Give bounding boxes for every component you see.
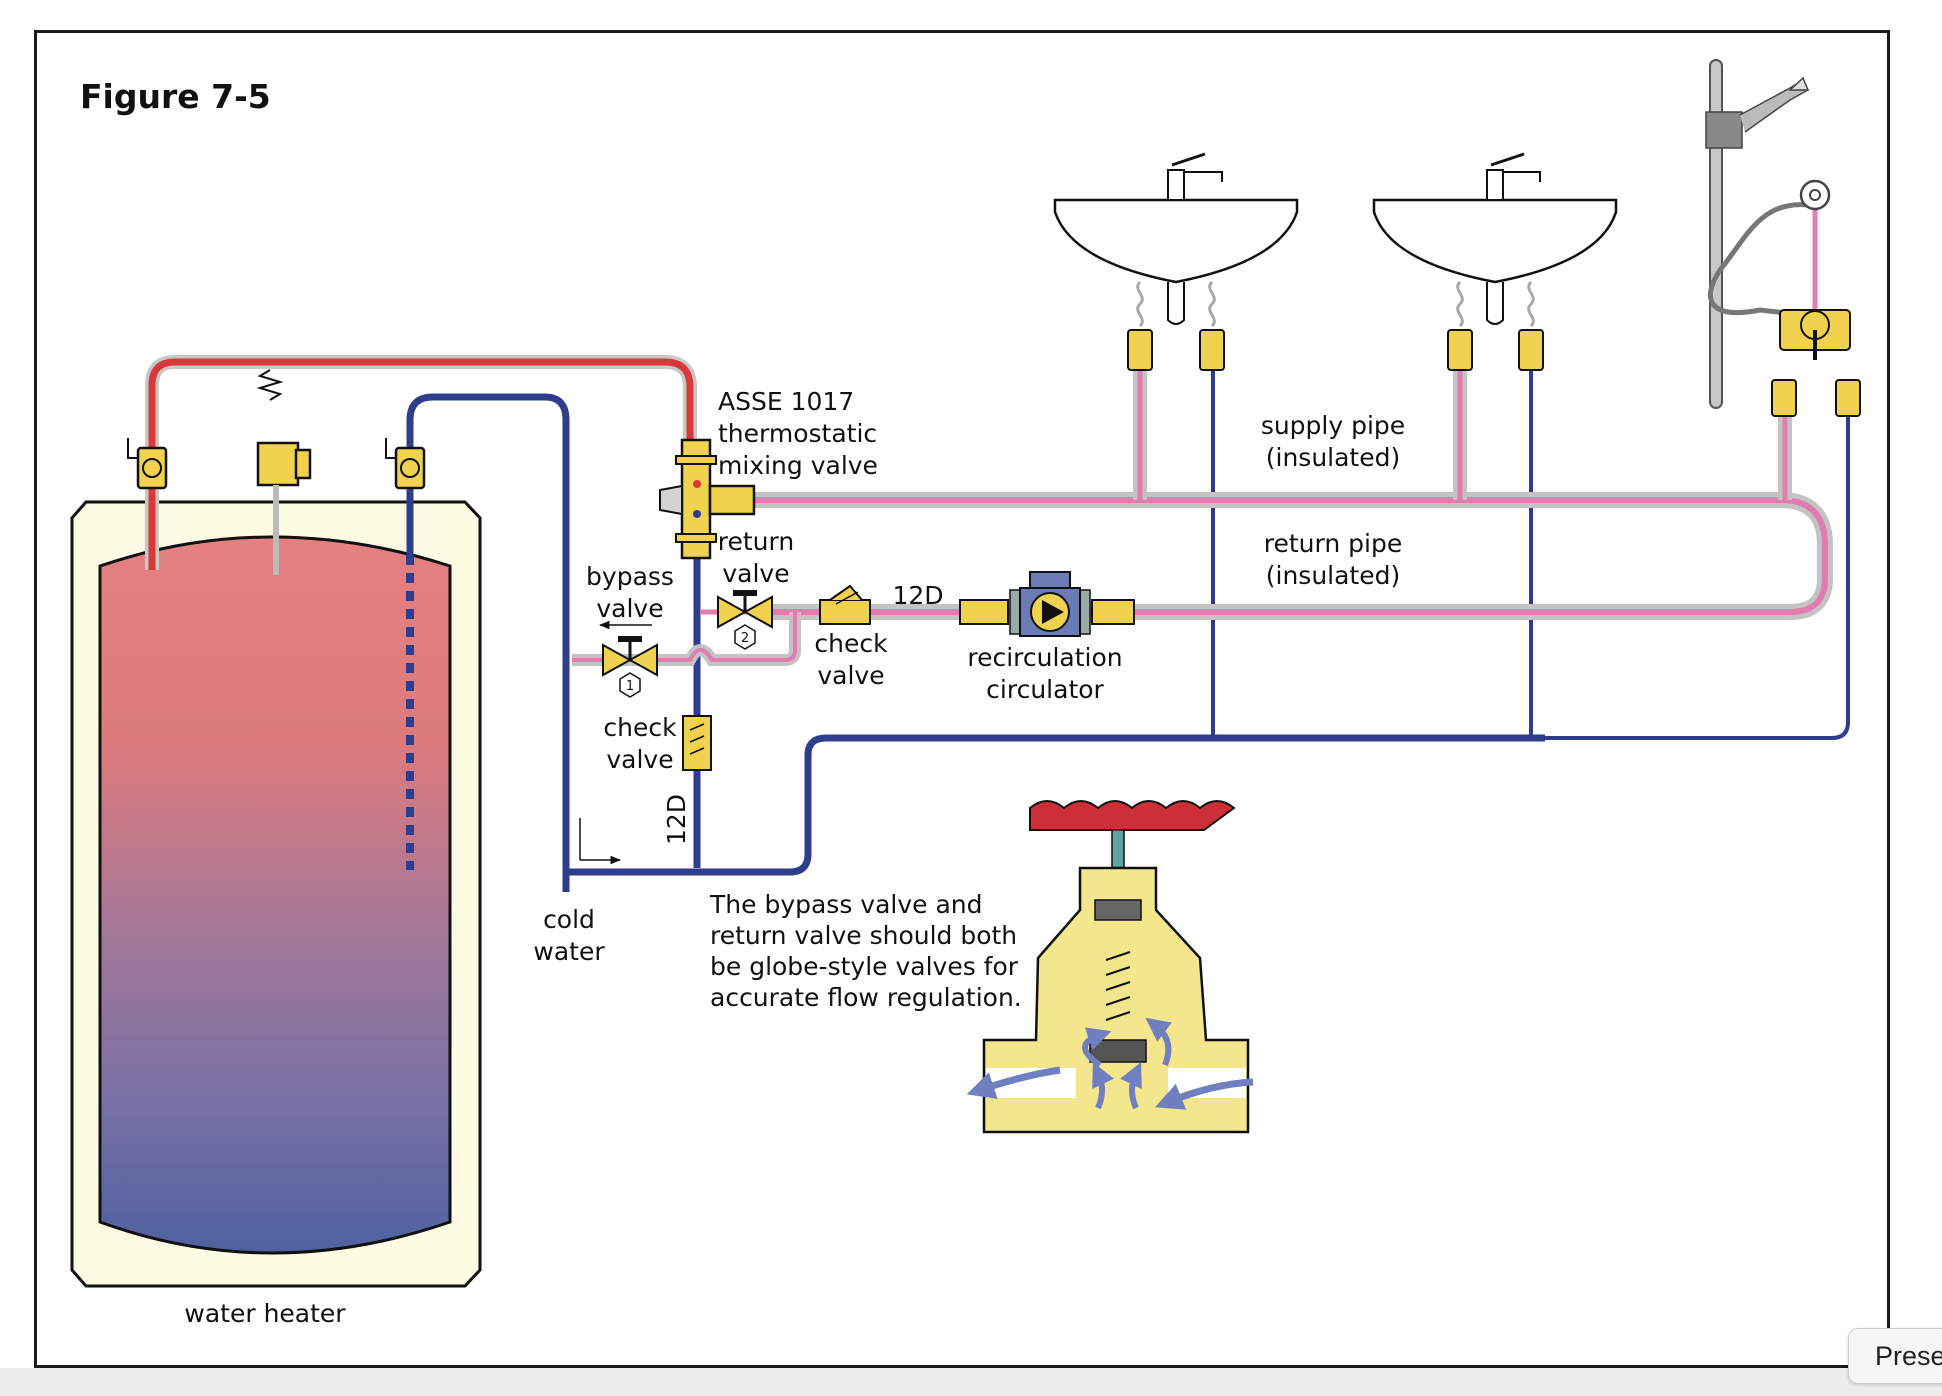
dimension-vertical-label: 12D: [662, 794, 691, 845]
shower-icon: [1705, 59, 1861, 417]
thermostatic-mixing-valve-icon: [659, 438, 756, 560]
svg-text:be globe-style valves for: be globe-style valves for: [710, 952, 1019, 981]
water-heater-label: water heater: [184, 1299, 346, 1328]
check-valve-horizontal-label: check valve: [814, 629, 888, 690]
svg-text:(insulated): (insulated): [1266, 561, 1401, 590]
svg-text:The bypass valve and: The bypass valve and: [709, 890, 983, 919]
svg-text:accurate flow regulation.: accurate flow regulation.: [710, 983, 1022, 1012]
bypass-valve-label: bypass valve: [586, 562, 674, 623]
check-valve-vertical-icon: [682, 715, 712, 771]
supply-pipe-label: supply pipe (insulated): [1261, 411, 1405, 472]
return-valve-label: return valve: [718, 527, 794, 588]
svg-text:cold: cold: [543, 905, 595, 934]
svg-text:bypass: bypass: [586, 562, 674, 591]
svg-text:(insulated): (insulated): [1266, 443, 1401, 472]
svg-text:thermostatic: thermostatic: [718, 419, 877, 448]
water-heater: [70, 500, 482, 1288]
figure-title: Figure 7-5: [80, 77, 271, 116]
cold-isolation-valve-icon: [385, 438, 426, 490]
sink-2-icon: [1372, 152, 1618, 371]
mixing-valve-label: ASSE 1017 thermostatic mixing valve: [718, 387, 878, 480]
circulator-label: recirculation circulator: [967, 643, 1122, 704]
svg-text:check: check: [814, 629, 888, 658]
svg-text:supply pipe: supply pipe: [1261, 411, 1405, 440]
recirculation-circulator-icon: [959, 571, 1135, 637]
dimension-horizontal-label: 12D: [892, 581, 943, 610]
svg-text:return valve should both: return valve should both: [710, 921, 1017, 950]
return-pipe-label: return pipe (insulated): [1264, 529, 1402, 590]
cold-water-label: cold water: [533, 905, 605, 966]
svg-text:2: 2: [741, 631, 749, 646]
svg-text:valve: valve: [722, 559, 789, 588]
check-valve-vertical-label: check valve: [603, 713, 677, 774]
svg-text:mixing valve: mixing valve: [718, 451, 878, 480]
globe-valve-cutaway-icon: [966, 800, 1254, 1134]
svg-text:circulator: circulator: [986, 675, 1104, 704]
return-valve-icon: 2: [717, 590, 773, 650]
svg-text:recirculation: recirculation: [967, 643, 1122, 672]
svg-text:valve: valve: [606, 745, 673, 774]
bypass-valve-icon: 1: [602, 636, 658, 698]
sink-1-icon: [1053, 152, 1299, 371]
window-bottom-strip: [0, 1368, 1942, 1396]
hot-isolation-valve-icon: [127, 438, 168, 490]
cold-flow-arrow: [579, 818, 620, 860]
check-valve-horizontal-icon: [819, 584, 871, 625]
present-button[interactable]: Prese: [1848, 1328, 1942, 1384]
relief-valve-icon: [256, 369, 312, 575]
svg-text:ASSE 1017: ASSE 1017: [718, 387, 854, 416]
svg-text:valve: valve: [817, 661, 884, 690]
svg-text:water: water: [533, 937, 605, 966]
svg-text:1: 1: [626, 679, 634, 694]
svg-text:return: return: [718, 527, 794, 556]
svg-text:valve: valve: [596, 594, 663, 623]
svg-text:return pipe: return pipe: [1264, 529, 1402, 558]
globe-valve-note: The bypass valve and return valve should…: [709, 890, 1022, 1012]
svg-text:check: check: [603, 713, 677, 742]
